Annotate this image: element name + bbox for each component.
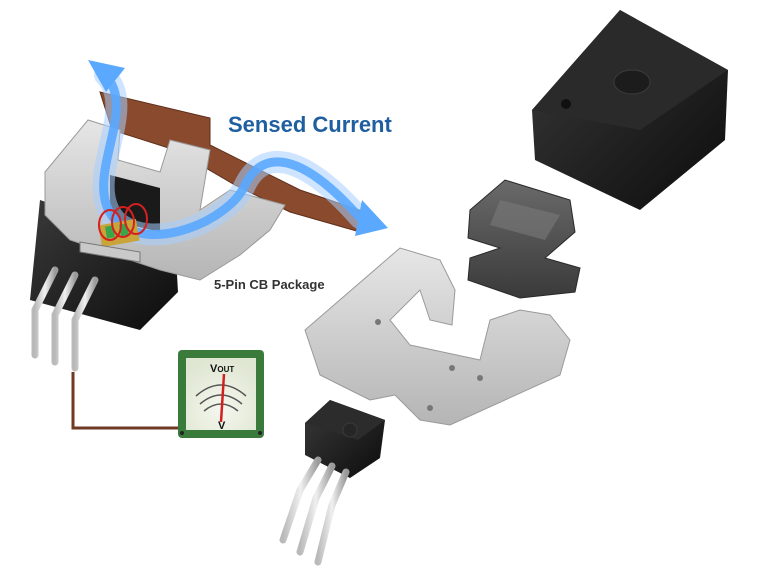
ic-lead-pin [296,462,336,556]
ic-package [279,400,385,566]
voltmeter-icon [178,350,264,438]
meter-unit-label: V [218,420,226,432]
ic-lead-pin [314,468,350,566]
arrow-icon [88,60,125,92]
lead-frame [79,241,141,263]
assembled-sensor [30,60,388,430]
current-path [99,70,365,239]
package-label: 5-Pin CB Package [214,277,325,292]
sensed-current-label: Sensed Current [228,112,392,137]
meter-vout-label: VOUT [210,363,234,375]
meter-v-letter: V [210,363,218,375]
lead-pin [51,271,79,366]
hall-chip [98,203,148,248]
meter-v-subscript: OUT [217,365,235,374]
flux-concentrator [467,179,581,299]
lead-pin [31,266,59,359]
magnetic-core [304,247,571,426]
arrow-icon [355,200,388,236]
output-wire [71,372,180,430]
lead-pin [71,276,99,372]
ic-lead-pin [279,456,322,544]
housing-cap [532,10,728,210]
meter-needle [219,373,226,423]
